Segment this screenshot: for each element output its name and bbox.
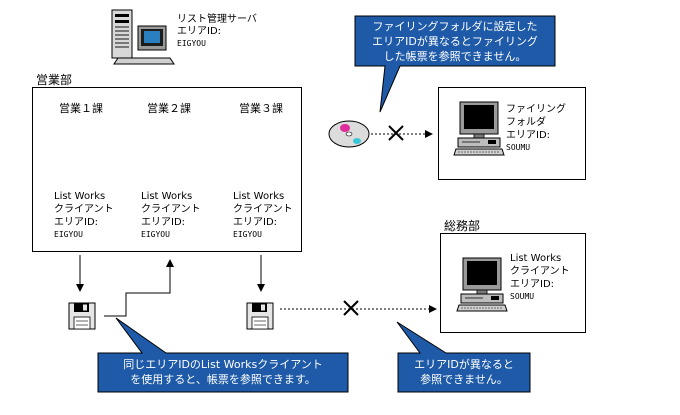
client-3-title: 営業３課 xyxy=(239,102,283,115)
client-1-area-label: エリアID: xyxy=(54,217,99,228)
somu-x-mark xyxy=(343,300,359,316)
client-2-info: List Works クライアント エリアID: EIGYOU xyxy=(141,190,201,241)
somu-client-product: List Works xyxy=(510,253,562,264)
server-icon xyxy=(111,9,175,65)
callout-bottom-left-line2: を使用すると、帳票を参照できます。 xyxy=(130,373,316,386)
client-2-title: 営業２課 xyxy=(147,102,191,115)
client-1-title: 営業１課 xyxy=(59,102,103,115)
callout-top-line1: ファイリングフォルダに設定した xyxy=(372,20,538,33)
client-2-area-label: エリアID: xyxy=(141,217,186,228)
client-3-area-label: エリアID: xyxy=(233,217,278,228)
somu-client-type: クライアント xyxy=(510,266,570,277)
somu-area-label: エリアID: xyxy=(510,279,555,290)
client-2-product: List Works xyxy=(141,191,193,202)
client-2-area-value: EIGYOU xyxy=(141,230,170,239)
client-3-area-value: EIGYOU xyxy=(233,230,262,239)
callout-top-line2: エリアIDが異なるとファイリング xyxy=(372,35,538,48)
filing-folder-box xyxy=(438,87,586,180)
somu-dept-box xyxy=(440,233,586,333)
floppy-1-icon xyxy=(68,302,96,330)
callout-top-shape xyxy=(354,15,556,113)
somu-client-info: List Works クライアント エリアID: SOUMU xyxy=(510,252,570,303)
somu-area-value: SOUMU xyxy=(510,292,535,301)
callout-bottom-right-line1: エリアIDが異なると xyxy=(414,358,514,371)
client-1-product: List Works xyxy=(54,191,106,202)
callout-top: ファイリングフォルダに設定した エリアIDが異なるとファイリング した帳票を参照… xyxy=(355,19,555,64)
filing-area-label: エリアID: xyxy=(506,130,551,141)
floppy-2-icon xyxy=(246,302,274,330)
client-1-type: クライアント xyxy=(54,204,114,215)
filing-x-mark xyxy=(388,125,404,141)
somu-dept-title: 総務部 xyxy=(444,219,481,233)
callout-bottom-left: 同じエリアIDのList Worksクライアント を使用すると、帳票を参照できま… xyxy=(98,357,348,387)
callout-top-line3: した帳票を参照できません。 xyxy=(383,50,527,63)
arrow-up-2 xyxy=(104,259,174,317)
server-label: リスト管理サーバ xyxy=(177,14,257,25)
filing-area-value: SOUMU xyxy=(506,143,531,152)
callout-bottom-left-line1: 同じエリアIDのList Worksクライアント xyxy=(123,358,323,371)
eigyo-dept-title: 営業部 xyxy=(36,73,73,87)
client-2-type: クライアント xyxy=(141,204,201,215)
server-area-label: エリアID: xyxy=(177,26,222,37)
callout-bottom-left-shape xyxy=(97,317,349,393)
callout-bottom-right-shape xyxy=(396,321,531,393)
client-1-info: List Works クライアント エリアID: EIGYOU xyxy=(54,190,114,241)
client-3-product: List Works xyxy=(233,191,285,202)
filing-folder-info: ファイリング フォルダ エリアID: SOUMU xyxy=(506,103,566,154)
client-3-type: クライアント xyxy=(233,204,293,215)
callout-bottom-right: エリアIDが異なると 参照できません。 xyxy=(398,357,530,387)
client-3-info: List Works クライアント エリアID: EIGYOU xyxy=(233,190,293,241)
filing-folder-label1: ファイリング xyxy=(506,104,566,115)
disc-icon xyxy=(328,120,370,148)
client-1-area-value: EIGYOU xyxy=(54,230,83,239)
filing-folder-label2: フォルダ xyxy=(506,117,546,128)
callout-bottom-right-line2: 参照できません。 xyxy=(420,373,508,386)
eigyo-dept-box xyxy=(32,87,302,252)
server-area-value: EIGYOU xyxy=(177,39,206,48)
